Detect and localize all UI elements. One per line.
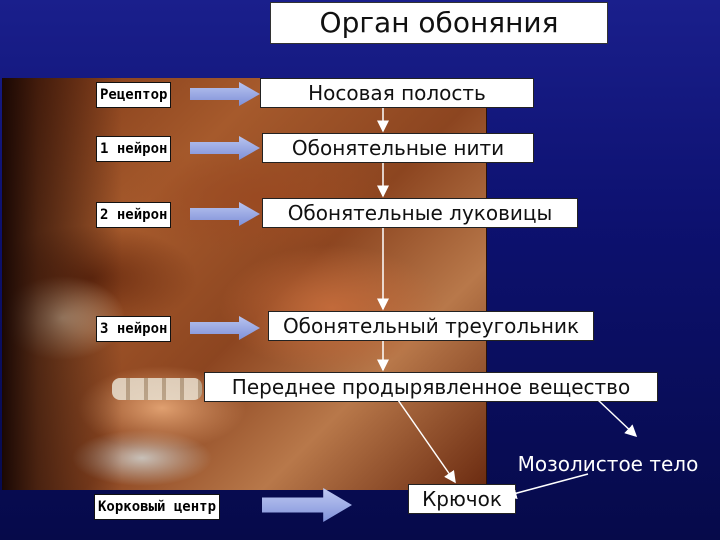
label-receptor: Рецептор [96,82,172,108]
label-neuron-1: 1 нейрон [96,136,172,162]
page-title: Орган обоняния [270,2,608,44]
teeth-region [112,378,202,400]
label-neuron-3: 3 нейрон [96,316,172,342]
structure-corpus-callosum: Мозолистое тело [517,452,699,476]
structure-olfactory-filaments: Обонятельные нити [262,133,534,163]
structure-anterior-perforated: Переднее продырявленное вещество [204,372,658,402]
arrow-cortex [262,488,352,522]
label-neuron-2: 2 нейрон [96,202,172,228]
structure-olfactory-triangle: Обонятельный треугольник [268,311,594,341]
label-cortex: Корковый центр [94,494,221,520]
structure-hook: Крючок [408,484,516,514]
structure-olfactory-bulbs: Обонятельные луковицы [262,198,578,228]
structure-nasal-cavity: Носовая полость [260,78,534,108]
connector-perforated-to-callosum [597,399,638,438]
